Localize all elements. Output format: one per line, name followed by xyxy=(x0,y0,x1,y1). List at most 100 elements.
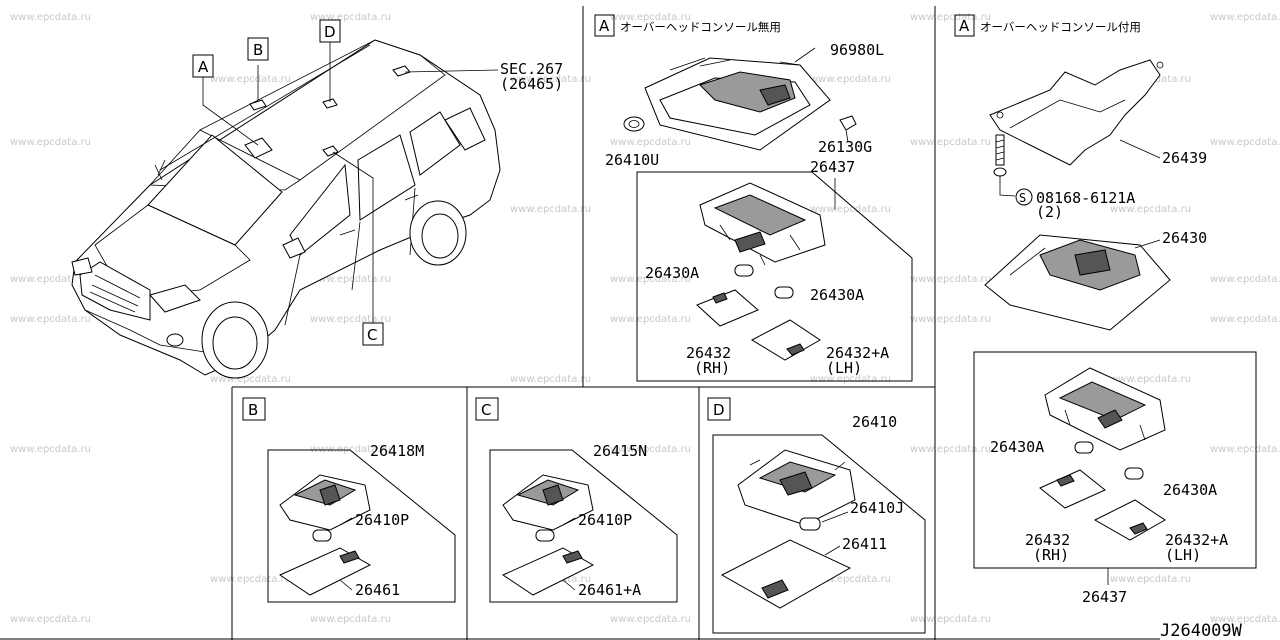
watermark: www.epcdata.ru xyxy=(1210,314,1280,325)
lamp-base-26437-icon xyxy=(699,182,826,266)
watermark: www.epcdata.ru xyxy=(310,12,391,23)
panel-b: B 26418M 26410P 26461 xyxy=(242,397,456,603)
panel-marker-b-label: B xyxy=(248,401,258,419)
watermark: www.epcdata.ru xyxy=(810,74,891,85)
watermark: www.epcdata.ru xyxy=(910,444,991,455)
bulb-26410p-icon xyxy=(535,529,555,542)
panel-marker-a xyxy=(594,14,615,37)
part-label-26437: 26437 xyxy=(1082,588,1127,606)
watermark: www.epcdata.ru xyxy=(1210,444,1280,455)
watermark: www.epcdata.ru xyxy=(310,314,391,325)
watermark: www.epcdata.ru xyxy=(610,137,691,148)
watermark: www.epcdata.ru xyxy=(10,12,91,23)
part-label-26430a: 26430A xyxy=(645,264,699,282)
screw-08168-icon xyxy=(993,134,1007,177)
part-label-26461a: 26461+A xyxy=(578,581,641,599)
watermark: www.epcdata.ru xyxy=(10,274,91,285)
panel-marker-a-label: A xyxy=(599,17,610,35)
part-label-26432a: 26432+A xyxy=(1165,531,1228,549)
panel-marker-c-label: C xyxy=(481,401,491,419)
watermark: www.epcdata.ru xyxy=(910,12,991,23)
housing-96980l-icon xyxy=(644,57,831,151)
watermark: www.epcdata.ru xyxy=(610,614,691,625)
part-label-26432: 26432 xyxy=(686,344,731,362)
lens-26432-rh-icon xyxy=(696,289,759,327)
subassembly-frame xyxy=(636,171,913,382)
subassembly-frame xyxy=(267,449,456,603)
watermark: www.epcdata.ru xyxy=(1110,374,1191,385)
panel-marker-b xyxy=(242,397,266,421)
callout-box-d xyxy=(319,19,341,43)
bulb-26430a-right-icon xyxy=(1124,467,1144,480)
callout-label-d: D xyxy=(324,23,336,41)
lens-26432-rh-icon xyxy=(1039,469,1106,509)
panel-marker-a xyxy=(954,14,975,37)
sec-reference-sub: (26465) xyxy=(500,75,563,93)
subassembly-frame xyxy=(489,449,678,603)
watermark: www.epcdata.ru xyxy=(10,314,91,325)
part-label-26415n: 26415N xyxy=(593,442,647,460)
part-label-26410j: 26410J xyxy=(850,499,904,517)
callout-box-c xyxy=(362,322,384,346)
watermark: www.epcdata.ru xyxy=(910,137,991,148)
panel-a-with-console: A オーバーヘッドコンソール付用 26439 S 08168-6121A (2)… xyxy=(954,14,1257,606)
watermark: www.epcdata.ru xyxy=(910,614,991,625)
callout-label-a: A xyxy=(198,58,209,76)
part-label-26411: 26411 xyxy=(842,535,887,553)
part-label-26410u: 26410U xyxy=(605,151,659,169)
panel-title: オーバーヘッドコンソール無用 xyxy=(620,20,781,34)
panel-c: C 26415N 26410P 26461+A xyxy=(475,397,678,603)
vehicle-overview: A B D C SEC.267 (26465) xyxy=(71,19,563,379)
watermark: www.epcdata.ru xyxy=(10,614,91,625)
part-label-26418m: 26418M xyxy=(370,442,424,460)
part-label-08168: 08168-6121A xyxy=(1036,189,1135,207)
lamp-26410-icon xyxy=(737,449,856,526)
watermark: www.epcdata.ru xyxy=(1210,614,1280,625)
panel-marker-d-label: D xyxy=(713,401,725,419)
watermark: www.epcdata.ru xyxy=(610,444,691,455)
part-label-26430a: 26430A xyxy=(1163,481,1217,499)
watermark: www.epcdata.ru xyxy=(210,574,291,585)
callout-box-b xyxy=(247,37,269,61)
watermark: www.epcdata.ru xyxy=(510,374,591,385)
bolt-symbol-icon xyxy=(1015,188,1033,206)
watermark: www.epcdata.ru xyxy=(210,74,291,85)
part-label-26410p: 26410P xyxy=(355,511,409,529)
bulb-26430a-left-icon xyxy=(1074,441,1094,454)
part-label-26430a: 26430A xyxy=(990,438,1044,456)
panel-dividers xyxy=(0,6,1160,640)
bracket-26439-icon xyxy=(989,59,1164,166)
part-label-26432: 26432 xyxy=(1025,531,1070,549)
subassembly-frame xyxy=(973,351,1257,569)
part-label-26432-rh: (RH) xyxy=(1033,546,1069,564)
lamp-base-26437-icon xyxy=(1044,367,1166,451)
panel-marker-a-label: A xyxy=(959,17,970,35)
watermark: www.epcdata.ru xyxy=(1110,204,1191,215)
lamp-26415n-icon xyxy=(502,474,594,531)
watermark: www.epcdata.ru xyxy=(310,444,391,455)
bulb-26410p-icon xyxy=(312,529,332,542)
clip-26130g-icon xyxy=(839,115,857,143)
watermark: www.epcdata.ru xyxy=(910,274,991,285)
part-label-26410p: 26410P xyxy=(578,511,632,529)
watermark: www.epcdata.ru xyxy=(310,614,391,625)
watermark: www.epcdata.ru xyxy=(510,204,591,215)
watermark: www.epcdata.ru xyxy=(1210,137,1280,148)
part-label-96980l: 96980L xyxy=(830,41,884,59)
part-label-26461: 26461 xyxy=(355,581,400,599)
panel-a-without-console: A オーバーヘッドコンソール無用 96980L 26410U 26130G 26… xyxy=(594,14,913,382)
grommet-26410u-icon xyxy=(623,116,645,132)
watermark: www.epcdata.ru xyxy=(10,444,91,455)
lens-26461-icon xyxy=(278,547,372,596)
panel-title: オーバーヘッドコンソール付用 xyxy=(980,20,1141,34)
watermark: www.epcdata.ru xyxy=(1210,274,1280,285)
callout-label-c: C xyxy=(367,326,377,344)
bulb-26410j-icon xyxy=(799,517,821,531)
part-label-08168-qty: (2) xyxy=(1036,203,1063,221)
lens-26461a-icon xyxy=(501,547,595,596)
part-label-26410: 26410 xyxy=(852,413,897,431)
watermark: www.epcdata.ru xyxy=(1210,12,1280,23)
diagram-code: J264009W xyxy=(1160,621,1243,640)
